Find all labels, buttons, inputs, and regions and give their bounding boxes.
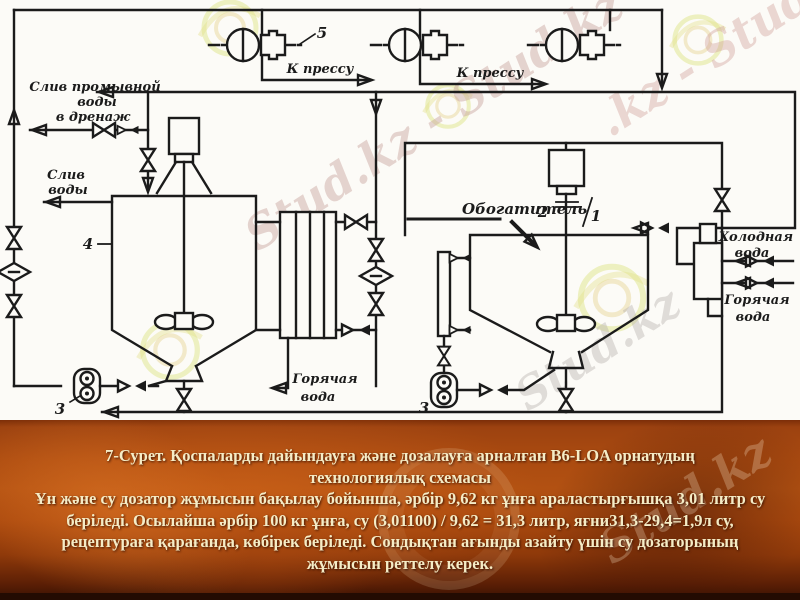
figure-caption-body: Ұн және су дозатор жұмысын бақылау бойын… [34,489,766,573]
valve-icon [5,225,23,251]
check-valve-icon [116,379,148,393]
callout-tick [298,32,317,46]
pipe-pump1-out [98,379,168,388]
label-hot-water-bottom: вода [301,390,336,405]
heat-exchanger [278,210,338,340]
pipe-mixer-out [706,297,724,318]
label-number-3-left: 3 [55,400,65,418]
gear-pump-icon [429,371,459,409]
screw-pump-icon [369,27,465,63]
mixer-1-blade [153,313,179,331]
mixer-2-blade [571,315,597,333]
pipe-pump2-out [455,368,556,392]
label-to-press: К прессу [456,66,525,81]
flow-meter-icon [358,265,394,287]
label-water-drain: Слив [47,168,85,183]
label-wash-water: воды [77,95,116,110]
callout-tick [68,394,82,404]
schematic-area: Stud.kz - Stud.kz .kz - Stud.kz Stud.kz [0,0,800,420]
valve-icon [175,387,193,413]
valve-icon [367,291,385,317]
pipe-hot-water-bottom [272,336,290,390]
label-hot-water-right: Горячая [723,293,789,308]
pipe-inner-frame [403,141,724,237]
valve-icon [437,345,451,367]
label-number-1: 1 [591,207,601,225]
mixer-2-blade [535,315,561,333]
valve-icon [713,187,731,213]
water-doser-column [436,250,452,338]
valve-icon [91,121,117,139]
label-hot-water-bottom: Горячая [291,372,357,387]
figure-caption-title-line1: 7-Сурет. Қоспаларды дайындауға және доза… [105,446,695,465]
schematic-diagram: Stud.kz - Stud.kz .kz - Stud.kz Stud.kz [0,0,800,420]
valve-icon [367,237,385,263]
label-number-5: 5 [317,24,327,42]
label-to-press: К прессу [286,62,355,77]
label-number-3-right: 3 [419,399,429,417]
doser-1-legs [155,160,213,195]
flour-doser-1 [167,116,201,156]
label-hot-water-right: вода [736,310,771,325]
flour-doser-2 [547,148,586,188]
valve-icon [343,213,369,231]
label-number-2: 2 [537,203,548,221]
heat-exchanger-tubes [294,210,326,340]
enricher-pointer [509,219,537,247]
label-water-drain: воды [48,183,87,198]
label-wash-water: в дренаж [56,110,131,125]
pipe-press-branch-2 [418,8,546,86]
label-enricher: Обогатитель [462,200,587,218]
mixer-1-hub [173,311,195,331]
mixer-2-hub [555,313,577,333]
flow-meter-icon [0,261,32,283]
water-mixer [692,241,724,301]
figure-caption-title-line2: технологиялық схемасы [309,467,491,487]
valve-icon [139,147,157,173]
logo-watermark-icon [378,448,520,590]
bottom-border-bar [0,593,800,600]
label-cold-water: Холодная [718,230,793,245]
check-valve-icon [478,383,510,397]
pipe-return-header [95,90,797,230]
label-cold-water: вода [735,246,770,261]
label-number-4: 4 [83,235,93,253]
mixer-1-blade [189,313,215,331]
water-mixer-actuator [698,222,718,245]
label-wash-water: Слив промывной [29,80,160,95]
screw-pump-icon [207,27,303,63]
watermark-text: Stud.kz [506,277,690,420]
pipe-press-branch-1 [260,8,372,82]
figure-caption-title: 7-Сурет. Қоспаларды дайындауға және доза… [0,445,800,488]
caption-panel: Stud.kz 7-Сурет. Қоспаларды дайындауға ж… [0,420,800,600]
valve-icon [5,293,23,319]
callout-tick [581,196,594,228]
